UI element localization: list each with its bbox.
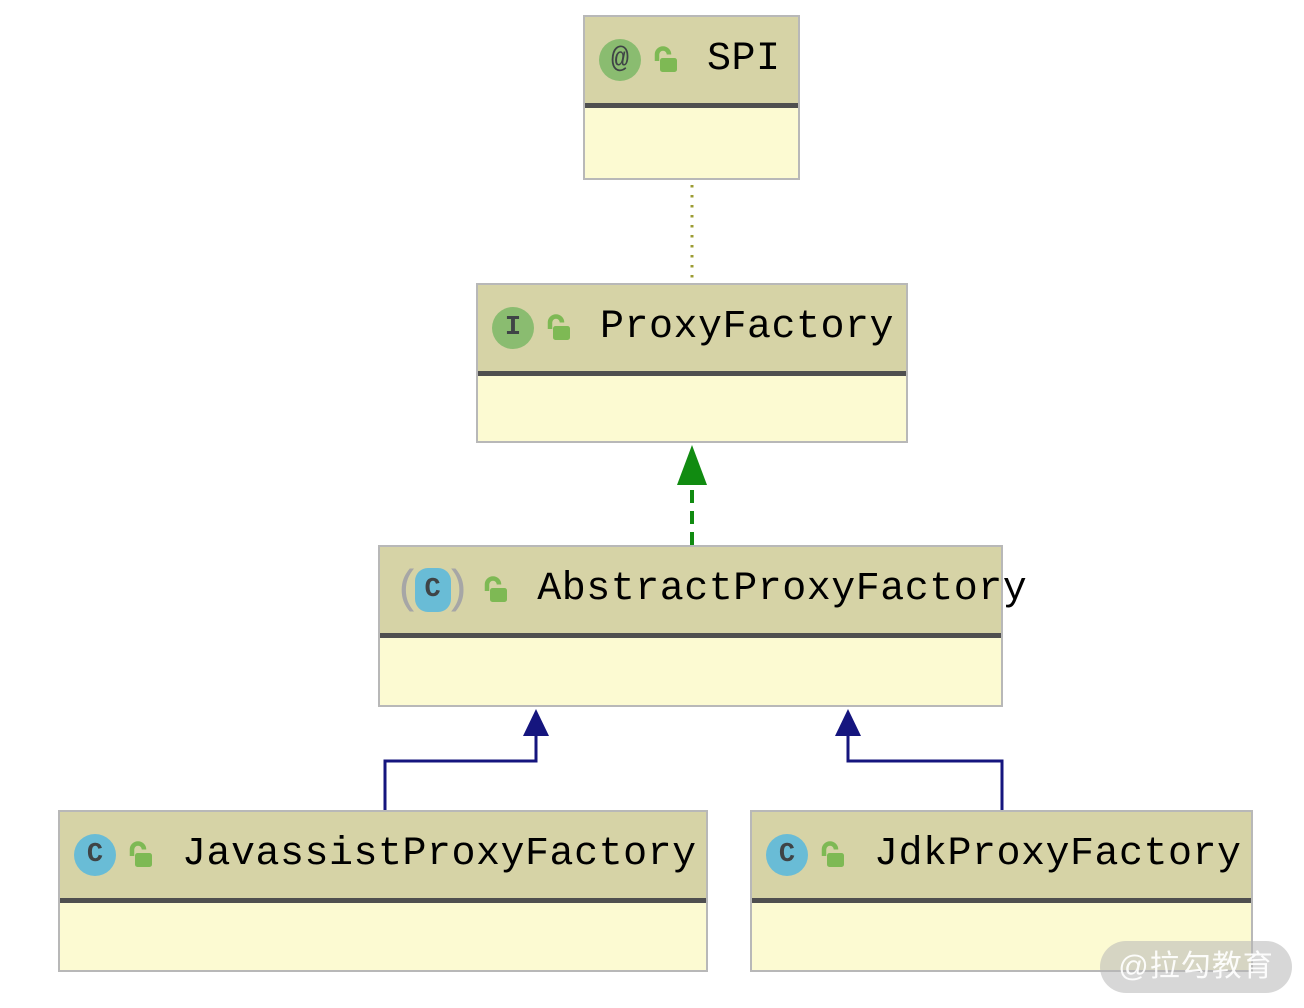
node-spi-header: @ SPI bbox=[585, 17, 798, 103]
edge-realization-abstractproxyfactory-to-proxyfactory bbox=[677, 445, 707, 545]
node-separator bbox=[478, 371, 906, 376]
class-icon: C bbox=[766, 834, 808, 876]
watermark-text: @拉勾教育 bbox=[1118, 950, 1274, 983]
node-spi[interactable]: @ SPI bbox=[583, 15, 800, 180]
node-javassistproxyfactory-header: C JavassistProxyFactory bbox=[60, 812, 706, 898]
node-jdkproxyfactory-label: JdkProxyFactory bbox=[874, 832, 1242, 877]
node-abstractproxyfactory-label: AbstractProxyFactory bbox=[537, 567, 1028, 612]
node-proxyfactory[interactable]: I ProxyFactory bbox=[476, 283, 908, 443]
abstract-class-glyph: C bbox=[414, 568, 451, 612]
node-proxyfactory-body bbox=[478, 376, 906, 441]
annotation-icon: @ bbox=[599, 39, 641, 81]
node-spi-label: SPI bbox=[707, 37, 781, 82]
class-icon: C bbox=[74, 834, 116, 876]
node-jdkproxyfactory[interactable]: C JdkProxyFactory bbox=[750, 810, 1253, 972]
node-separator bbox=[752, 898, 1251, 903]
unlocked-icon bbox=[126, 840, 156, 870]
node-separator bbox=[585, 103, 798, 108]
class-glyph: C bbox=[778, 839, 796, 870]
node-proxyfactory-label: ProxyFactory bbox=[600, 305, 895, 350]
unlocked-icon bbox=[544, 313, 574, 343]
node-javassistproxyfactory[interactable]: C JavassistProxyFactory bbox=[58, 810, 708, 972]
node-jdkproxyfactory-header: C JdkProxyFactory bbox=[752, 812, 1251, 898]
node-javassistproxyfactory-body bbox=[60, 903, 706, 970]
edge-inheritance-javassistproxyfactory-to-abstractproxyfactory bbox=[383, 709, 549, 810]
abstract-class-icon: ( C ) bbox=[394, 567, 471, 613]
watermark-badge: @拉勾教育 bbox=[1100, 941, 1292, 993]
node-separator bbox=[380, 633, 1001, 638]
node-abstractproxyfactory[interactable]: ( C ) AbstractProxyFactory bbox=[378, 545, 1027, 707]
class-glyph: C bbox=[86, 839, 104, 870]
unlocked-icon bbox=[651, 45, 681, 75]
node-javassistproxyfactory-label: JavassistProxyFactory bbox=[182, 832, 697, 877]
edge-inheritance-jdkproxyfactory-to-abstractproxyfactory bbox=[835, 709, 1004, 810]
interface-glyph: I bbox=[504, 312, 522, 343]
unlocked-icon bbox=[818, 840, 848, 870]
node-abstractproxyfactory-body bbox=[380, 638, 1001, 705]
interface-icon: I bbox=[492, 307, 534, 349]
node-proxyfactory-header: I ProxyFactory bbox=[478, 285, 906, 371]
node-separator bbox=[60, 898, 706, 903]
unlocked-icon bbox=[481, 575, 511, 605]
node-spi-body bbox=[585, 108, 798, 178]
node-abstractproxyfactory-header: ( C ) AbstractProxyFactory bbox=[380, 547, 1027, 633]
annotation-glyph: @ bbox=[610, 43, 629, 77]
